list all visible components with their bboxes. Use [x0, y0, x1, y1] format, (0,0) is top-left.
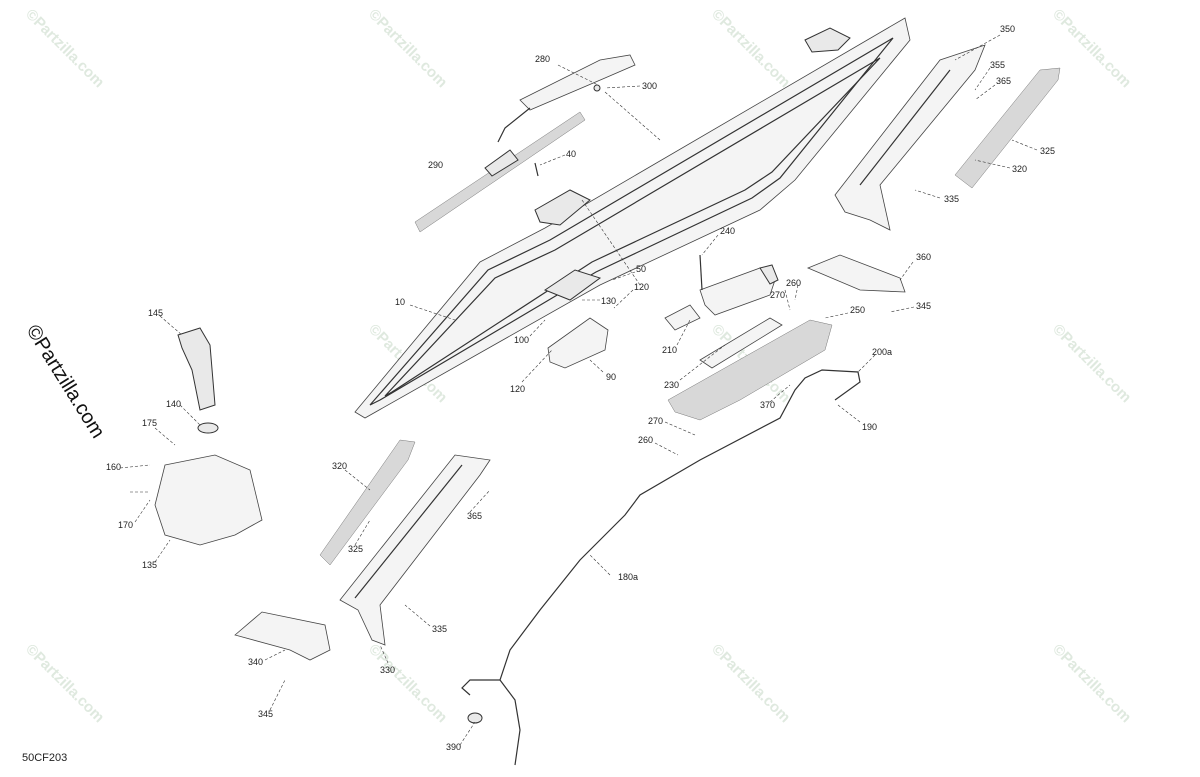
- part-label-145: 145: [148, 308, 163, 318]
- left-pillar-trim: [339, 454, 491, 646]
- watermark: ©Partzilla.com: [1049, 641, 1134, 726]
- part-label-170: 170: [118, 520, 133, 530]
- wiper-blade: [414, 111, 586, 233]
- part-label-250: 250: [850, 305, 865, 315]
- part-label-175: 175: [142, 418, 157, 428]
- wiper-motor: [664, 254, 779, 331]
- watermark: ©Partzilla.com: [365, 641, 450, 726]
- part-label-290: 290: [428, 160, 443, 170]
- part-label-190: 190: [862, 422, 877, 432]
- leader-lines: [119, 34, 1038, 746]
- part-label-340: 340: [248, 657, 263, 667]
- part-label-370: 370: [760, 400, 775, 410]
- part-label-120: 120: [510, 384, 525, 394]
- windshield-frame: [354, 17, 911, 419]
- watermark: ©Partzilla.com: [1049, 6, 1134, 91]
- diagram-code: 50CF203: [22, 752, 68, 764]
- part-label-230: 230: [664, 380, 679, 390]
- part-label-90: 90: [606, 372, 616, 382]
- part-label-210: 210: [662, 345, 677, 355]
- lower-cover: [234, 611, 331, 661]
- watermark: ©Partzilla.com: [708, 6, 793, 91]
- part-label-10: 10: [395, 297, 405, 307]
- part-label-100: 100: [514, 335, 529, 345]
- washer-reservoir: [154, 327, 263, 546]
- part-label-360: 360: [916, 252, 931, 262]
- right-led-strip: [954, 67, 1061, 189]
- dash-panel: [667, 317, 833, 421]
- part-label-160: 160: [106, 462, 121, 472]
- part-label-365: 365: [996, 76, 1011, 86]
- watermark: ©Partzilla.com: [708, 641, 793, 726]
- part-label-240: 240: [720, 226, 735, 236]
- washer-hose: [461, 369, 861, 766]
- part-label-345: 345: [258, 709, 273, 719]
- watermark: ©Partzilla.com: [365, 6, 450, 91]
- part-label-330: 330: [380, 665, 395, 675]
- mount-bracket: [547, 317, 609, 369]
- part-label-280: 280: [535, 54, 550, 64]
- part-label-50: 50: [636, 264, 646, 274]
- watermark: ©Partzilla.com: [1049, 321, 1134, 406]
- part-label-325: 325: [348, 544, 363, 554]
- side-watermark: ©Partzilla.com: [22, 321, 109, 442]
- part-label-260: 260: [786, 278, 801, 288]
- part-label-350: 350: [1000, 24, 1015, 34]
- part-label-200a: 200a: [872, 347, 892, 357]
- grommet: [467, 712, 483, 724]
- part-label-365: 365: [467, 511, 482, 521]
- part-label-120: 120: [634, 282, 649, 292]
- watermark: ©Partzilla.com: [22, 6, 107, 91]
- part-label-180a: 180a: [618, 572, 638, 582]
- part-label-135: 135: [142, 560, 157, 570]
- right-pillar-trim: [834, 44, 986, 231]
- part-label-320: 320: [332, 461, 347, 471]
- top-cover: [806, 254, 906, 293]
- part-label-335: 335: [432, 624, 447, 634]
- part-label-130: 130: [601, 296, 616, 306]
- part-label-325: 325: [1040, 146, 1055, 156]
- wiper-arm: [497, 54, 636, 143]
- part-label-390: 390: [446, 742, 461, 752]
- part-label-345: 345: [916, 301, 931, 311]
- part-label-140: 140: [166, 399, 181, 409]
- part-label-300: 300: [642, 81, 657, 91]
- part-callouts: 10 40 50 90 100 120 120 130 135 140 145 …: [106, 24, 1055, 752]
- part-label-270: 270: [770, 290, 785, 300]
- part-label-270: 270: [648, 416, 663, 426]
- bolt-40: [534, 162, 539, 177]
- part-label-40: 40: [566, 149, 576, 159]
- part-label-355: 355: [990, 60, 1005, 70]
- part-label-260: 260: [638, 435, 653, 445]
- part-label-335: 335: [944, 194, 959, 204]
- left-led-strip: [319, 439, 416, 566]
- part-label-320: 320: [1012, 164, 1027, 174]
- watermark: ©Partzilla.com: [22, 641, 107, 726]
